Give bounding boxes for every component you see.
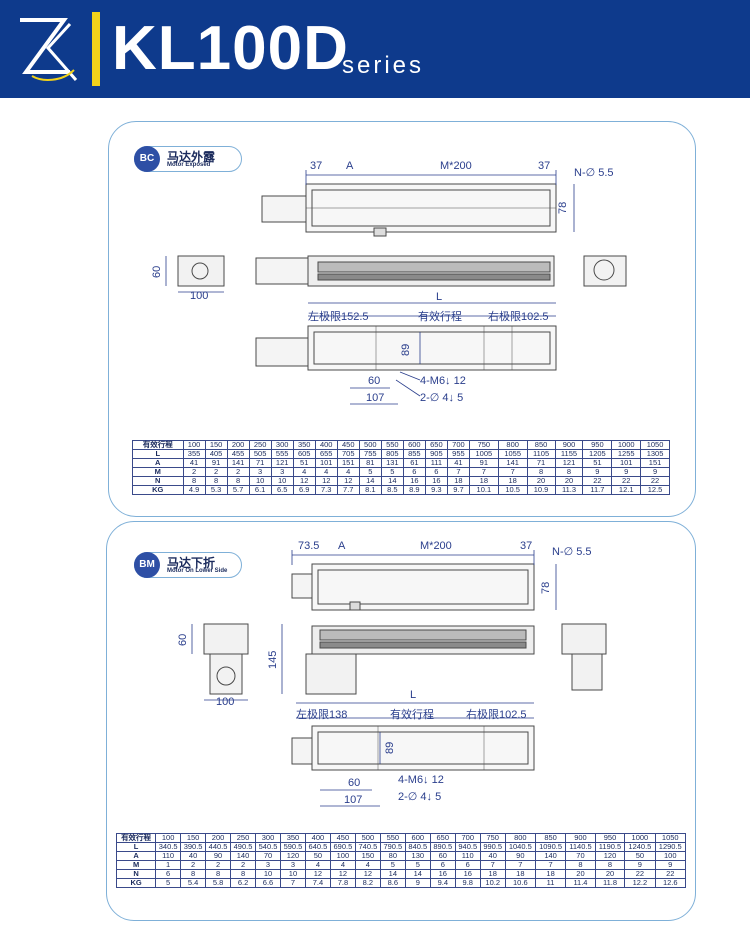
table-cell: 10.2: [479, 878, 506, 888]
dim-37-right: 37: [538, 160, 551, 172]
table-cell: 5.3: [204, 485, 228, 495]
dim-l: L: [436, 291, 443, 303]
dim-pin: 2-∅ 4↓ 5: [420, 392, 464, 404]
dim-145: 145: [267, 650, 279, 669]
dim-60-bottom: 60: [368, 375, 381, 387]
table-cell: 12.6: [654, 878, 687, 888]
section-title-cn: 马达外露: [167, 150, 216, 164]
dim-60: 60: [177, 633, 189, 646]
dim-m6: 4-M6↓ 12: [420, 375, 466, 387]
table-cell: 7: [279, 878, 306, 888]
right-limit: 右极限102.5: [488, 311, 549, 323]
dim-m200: M*200: [420, 540, 452, 552]
section-title-en: Motor Exposed: [167, 162, 211, 168]
table-cell: 6.2: [230, 878, 257, 888]
section-title-en: Motor On Lower Side: [167, 568, 228, 574]
table-row-header: KG: [115, 878, 157, 888]
table-cell: 9: [404, 878, 431, 888]
dim-a: A: [338, 540, 346, 552]
dim-89: 89: [384, 741, 396, 754]
left-limit: 左极限138: [296, 709, 348, 721]
dim-hole: N-∅ 5.5: [574, 167, 614, 179]
dim-37-left: 37: [310, 160, 323, 172]
table-cell: 5: [155, 878, 182, 888]
section-tag-bm: BM 马达下折 Motor On Lower Side: [134, 552, 242, 578]
table-cell: 5.4: [180, 878, 207, 888]
dim-60-bottom: 60: [348, 777, 361, 789]
table-cell: 9.8: [454, 878, 481, 888]
table-cell: 8.6: [379, 878, 406, 888]
dim-107: 107: [344, 794, 363, 806]
brand-logo: [12, 10, 86, 88]
header-banner: KL100D series: [0, 0, 750, 98]
table-cell: 9.4: [429, 878, 456, 888]
dim-100: 100: [216, 696, 235, 708]
table-cell: 12.5: [640, 485, 670, 495]
stroke-label: 有效行程: [418, 311, 462, 323]
table-cell: 6.6: [255, 878, 281, 888]
table-cell: 11.4: [565, 878, 596, 888]
dim-hole: N-∅ 5.5: [552, 546, 592, 558]
right-limit: 右极限102.5: [466, 709, 527, 721]
dim-pin: 2-∅ 4↓ 5: [398, 791, 442, 803]
table-cell: 4.9: [182, 485, 206, 495]
table-cell: 11.3: [554, 485, 584, 495]
page-title: KL100D: [112, 14, 349, 83]
left-limit: 左极限152.5: [308, 311, 369, 323]
section-title-cn: 马达下折: [167, 556, 216, 570]
table-cell: 10.6: [504, 878, 536, 888]
stroke-label: 有效行程: [390, 709, 434, 721]
table-cell: 11: [534, 878, 567, 888]
page-subtitle: series: [342, 52, 425, 79]
dim-m200: M*200: [440, 160, 472, 172]
table-cell: 5.8: [205, 878, 232, 888]
table-cell: 7.4: [304, 878, 331, 888]
table-cell: 12.2: [624, 878, 656, 888]
accent-bar: [92, 12, 100, 86]
table-cell: 11.8: [594, 878, 626, 888]
table-cell: 7.8: [329, 878, 356, 888]
table-cell: 5.7: [226, 485, 250, 495]
section-code: BM: [134, 552, 160, 578]
dim-107: 107: [366, 392, 385, 404]
table-cell: 8.2: [354, 878, 381, 888]
dim-l: L: [410, 689, 417, 701]
dim-78: 78: [540, 581, 552, 594]
section-code: BC: [134, 146, 160, 172]
section-tag-bc: BC 马达外露 Motor Exposed: [134, 146, 242, 172]
dim-a: A: [346, 160, 354, 172]
table-cell: 9.7: [446, 485, 470, 495]
dim-m6: 4-M6↓ 12: [398, 774, 444, 786]
dim-100: 100: [190, 290, 209, 302]
dim-73-5: 73.5: [298, 540, 320, 552]
dim-37: 37: [520, 540, 533, 552]
